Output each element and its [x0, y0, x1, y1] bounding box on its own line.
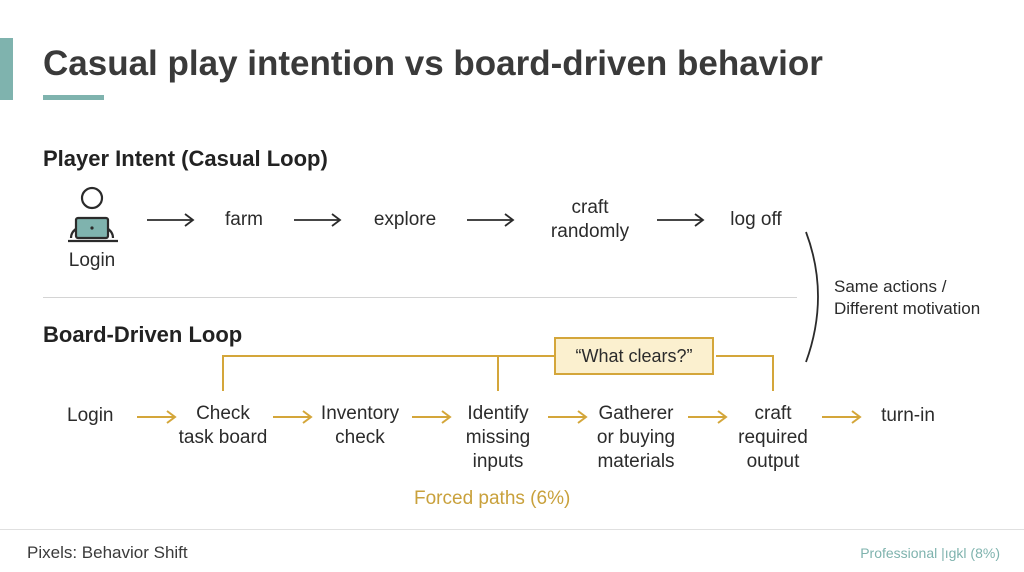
what-clears-callout: “What clears?”: [554, 337, 714, 375]
comparison-bracket: [805, 231, 819, 363]
casual-arrow: [657, 213, 705, 227]
footer-source: Pixels: Behavior Shift: [27, 543, 188, 562]
board-arrow: [688, 410, 728, 424]
casual-node-craft-randomly: craft randomly: [550, 197, 630, 242]
forced-paths-label: Forced paths (6%): [414, 488, 571, 509]
casual-loop-heading: Player Intent (Casual Loop): [43, 146, 328, 171]
board-connector-bracket: [222, 355, 774, 391]
board-node-gatherer-or-buying-materials: Gatherer or buying materials: [596, 403, 676, 472]
casual-node-explore: explore: [373, 209, 437, 230]
board-node-turn-in: turn-in: [881, 405, 935, 426]
casual-node-login: Login: [68, 250, 116, 271]
footer-tag: Professional |ıgkl (8%): [860, 545, 1000, 561]
board-loop-heading: Board-Driven Loop: [43, 322, 243, 347]
board-node-login: Login: [67, 405, 114, 426]
board-node-craft-required-output: craft required output: [738, 403, 808, 472]
title-underline: [43, 95, 104, 100]
accent-bar: [0, 38, 13, 100]
casual-node-farm: farm: [225, 209, 263, 230]
board-arrow: [273, 410, 313, 424]
comparison-note: Same actions / Different motivation: [834, 277, 981, 318]
board-arrow: [822, 410, 862, 424]
board-node-check-task-board: Check task board: [178, 403, 268, 448]
board-arrow: [137, 410, 177, 424]
board-arrow: [412, 410, 452, 424]
board-arrow: [548, 410, 588, 424]
casual-arrow: [294, 213, 342, 227]
casual-arrow: [467, 213, 515, 227]
page-title: Casual play intention vs board-driven be…: [43, 44, 823, 83]
section-divider: [43, 297, 797, 298]
casual-arrow: [147, 213, 195, 227]
board-node-inventory-check: Inventory check: [320, 403, 400, 448]
board-node-identify-missing-inputs: Identify missing inputs: [465, 403, 531, 472]
casual-node-log-off: log off: [730, 209, 782, 230]
footer-divider: [0, 529, 1024, 530]
user-laptop-icon: [68, 186, 118, 243]
